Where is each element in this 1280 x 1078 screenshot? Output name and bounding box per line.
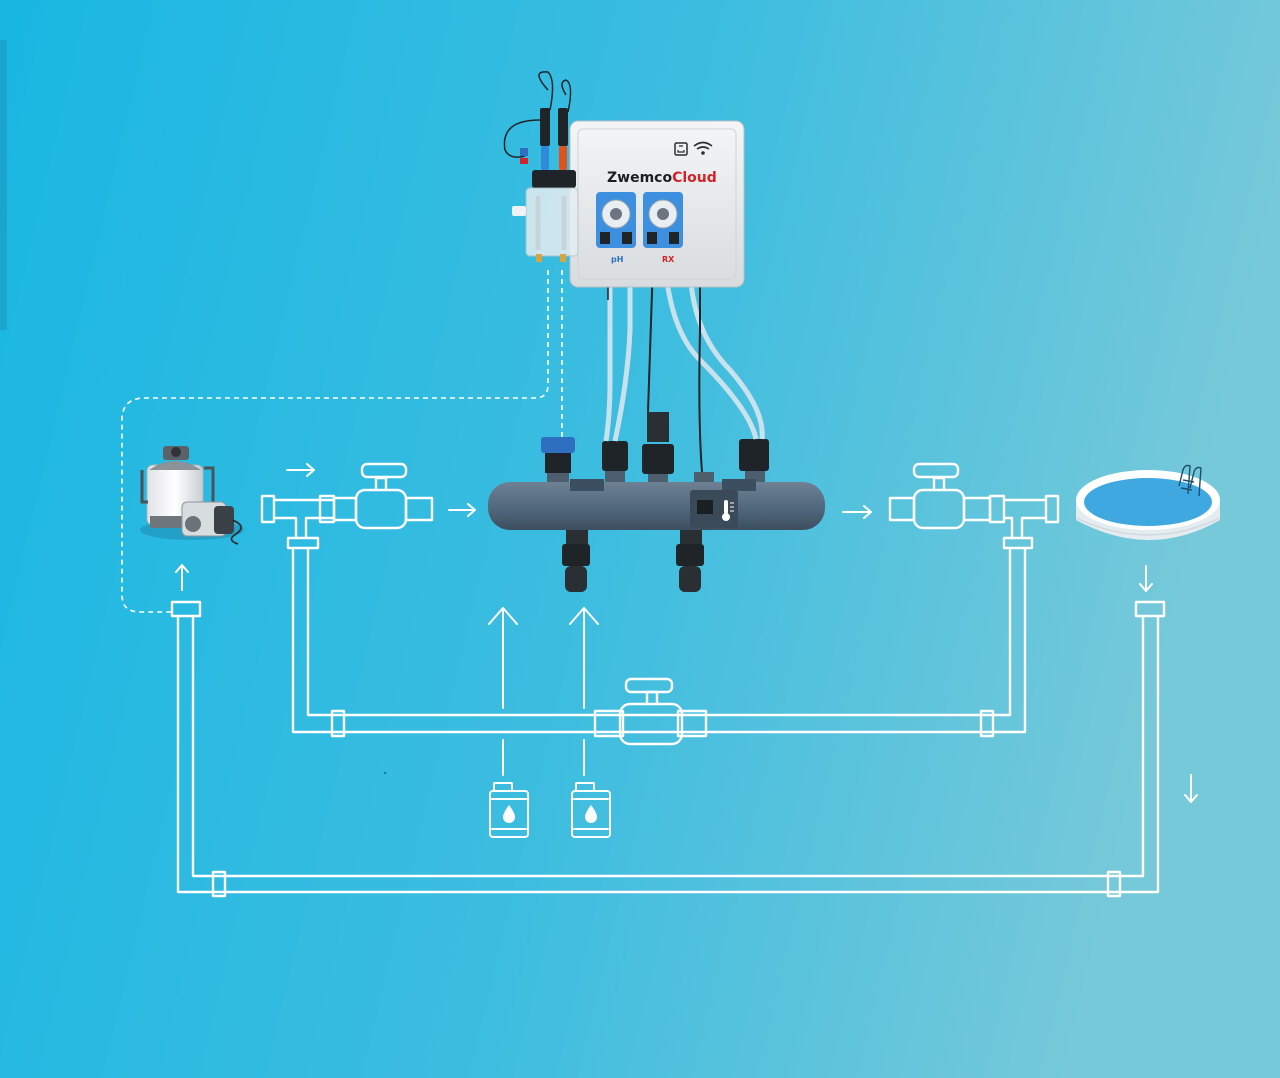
peristaltic-pump-rx: RX <box>643 192 683 264</box>
chemical-canister-rx <box>571 782 611 838</box>
drop-icon <box>585 805 597 823</box>
zwemco-cloud-controller: ZwemcoCloud pH RX <box>569 120 745 288</box>
bypass-valve <box>593 677 708 746</box>
swimming-pool <box>1075 464 1221 540</box>
flow-arrows <box>175 463 1198 803</box>
sand-filter-pump <box>140 446 244 545</box>
flow-arrow-down-pool <box>1139 565 1153 592</box>
drop-icon <box>503 805 515 823</box>
dosing-arrow-ph <box>488 607 518 709</box>
stray-dot <box>383 771 387 775</box>
pump-label-ph: pH <box>611 255 623 264</box>
ethernet-icon <box>674 142 688 156</box>
flow-arrow-up-pump <box>175 564 189 591</box>
chemical-canister-ph <box>489 782 529 838</box>
outlet-valve <box>888 462 992 530</box>
inlet-valve <box>332 462 434 530</box>
flow-arrow-right-outlet <box>842 505 872 519</box>
pump-label-rx: RX <box>662 255 675 264</box>
thermometer-icon <box>722 500 734 521</box>
sensor-manifold <box>488 412 825 592</box>
outlet-tee <box>988 494 1060 540</box>
brand-logo: ZwemcoCloud <box>607 170 717 186</box>
peristaltic-pump-ph: pH <box>596 192 636 264</box>
flow-arrow-right-inlet <box>448 503 476 517</box>
dosing-arrow-rx <box>569 607 599 709</box>
sensor-cable <box>121 270 563 613</box>
left-edge-shade <box>0 40 7 330</box>
probe-holder <box>503 71 579 262</box>
ladder-icon <box>1178 464 1202 497</box>
flow-arrow-right-top <box>286 463 315 477</box>
flow-arrow-down-return <box>1184 774 1198 803</box>
wifi-icon <box>693 141 713 155</box>
return-loop-pipe <box>170 600 1166 898</box>
bypass-loop-pipe <box>286 536 1034 738</box>
